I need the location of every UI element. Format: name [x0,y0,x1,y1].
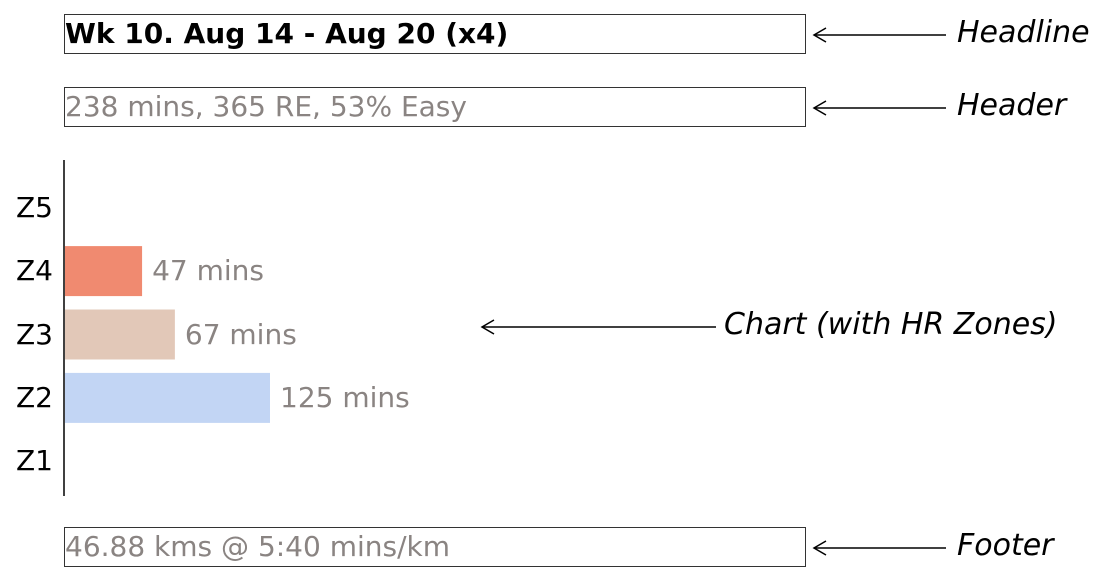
value-label-z2: 125 mins [280,380,410,414]
chart-arrow [480,319,716,335]
value-label-z4: 47 mins [152,254,264,288]
bar-z3 [65,309,175,360]
bar-z4 [65,246,143,297]
bar-z2 [65,372,270,423]
header-text: 238 mins, 365 RE, 53% Easy [65,90,467,123]
footer-box: 46.88 kms @ 5:40 mins/km [64,527,806,567]
header-box: 238 mins, 365 RE, 53% Easy [64,87,806,127]
headline-annotation: Headline [957,15,1090,50]
zone-label-z1: Z1 [16,444,53,478]
chart-annotation: Chart (with HR Zones) [724,307,1058,342]
headline-arrow [812,27,946,43]
hr-zone-bars [65,246,270,423]
zone-label-z5: Z5 [16,190,53,224]
footer-arrow [812,540,946,556]
headline-text: Wk 10. Aug 14 - Aug 20 (x4) [65,17,509,50]
header-arrow [812,100,946,116]
footer-text: 46.88 kms @ 5:40 mins/km [65,530,451,563]
zone-label-z2: Z2 [16,380,53,414]
zone-label-z3: Z3 [16,317,53,351]
footer-annotation: Footer [957,528,1054,563]
headline-box: Wk 10. Aug 14 - Aug 20 (x4) [64,14,806,54]
header-annotation: Header [957,88,1067,123]
value-label-z3: 67 mins [184,317,297,351]
zone-label-z4: Z4 [16,254,53,288]
